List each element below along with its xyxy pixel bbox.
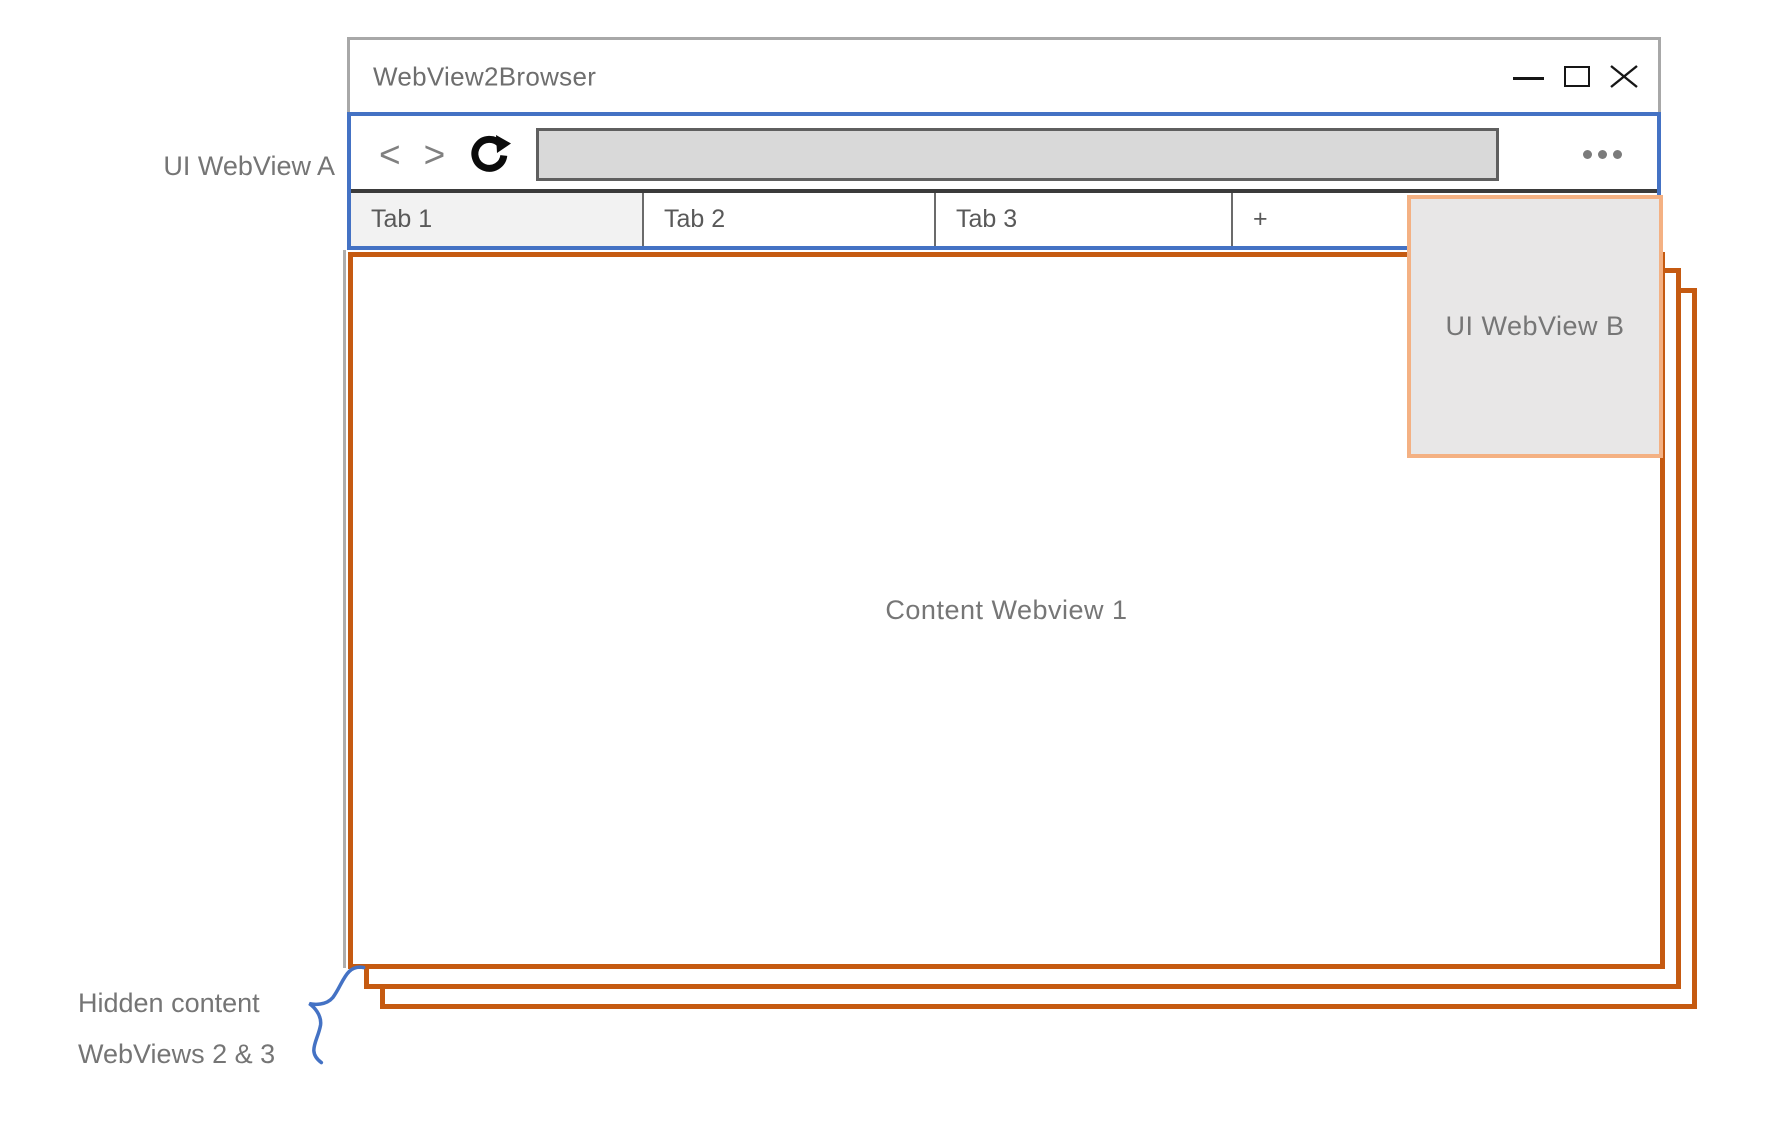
hidden-webviews-label: Hidden content WebViews 2 & 3 bbox=[78, 978, 275, 1080]
close-button[interactable] bbox=[1610, 65, 1638, 88]
tab-1-label: Tab 1 bbox=[371, 205, 433, 233]
address-bar[interactable] bbox=[536, 128, 1500, 181]
hidden-webviews-label-line2: WebViews 2 & 3 bbox=[78, 1039, 276, 1069]
menu-button[interactable] bbox=[1583, 150, 1622, 159]
maximize-button[interactable] bbox=[1564, 66, 1590, 87]
close-icon bbox=[1610, 65, 1638, 88]
ellipsis-icon bbox=[1613, 150, 1622, 159]
ellipsis-icon bbox=[1583, 150, 1592, 159]
forward-button[interactable]: > bbox=[423, 134, 446, 175]
brace-icon bbox=[308, 965, 366, 1065]
ui-webview-b-panel: UI WebView B bbox=[1407, 195, 1663, 458]
minimize-icon bbox=[1513, 77, 1544, 80]
window-edge-line bbox=[343, 250, 346, 968]
window-titlebar: WebView2Browser bbox=[347, 37, 1661, 113]
window-title: WebView2Browser bbox=[373, 61, 597, 91]
tab-2[interactable]: Tab 2 bbox=[644, 193, 936, 246]
navigation-bar: < > bbox=[351, 116, 1657, 193]
reload-icon bbox=[471, 135, 512, 172]
ui-webview-a-panel: < > Tab 1 Tab 2 bbox=[347, 112, 1661, 250]
tab-3-label: Tab 3 bbox=[956, 205, 1018, 233]
ui-webview-a-label: UI WebView A bbox=[163, 151, 335, 181]
reload-button[interactable] bbox=[469, 135, 512, 182]
tab-bar: Tab 1 Tab 2 Tab 3 + bbox=[351, 189, 1657, 246]
ui-webview-b-label: UI WebView B bbox=[1445, 311, 1625, 341]
window-controls bbox=[1513, 40, 1638, 113]
back-button[interactable]: < bbox=[379, 134, 401, 175]
ellipsis-icon bbox=[1598, 150, 1607, 159]
maximize-icon bbox=[1564, 66, 1590, 87]
hidden-webviews-label-line1: Hidden content bbox=[78, 988, 260, 1018]
new-tab-label: + bbox=[1253, 205, 1268, 233]
tab-2-label: Tab 2 bbox=[664, 205, 726, 233]
tab-1[interactable]: Tab 1 bbox=[351, 193, 644, 246]
minimize-button[interactable] bbox=[1513, 75, 1544, 80]
content-webview-1-label: Content Webview 1 bbox=[885, 595, 1128, 625]
tab-3[interactable]: Tab 3 bbox=[936, 193, 1233, 246]
